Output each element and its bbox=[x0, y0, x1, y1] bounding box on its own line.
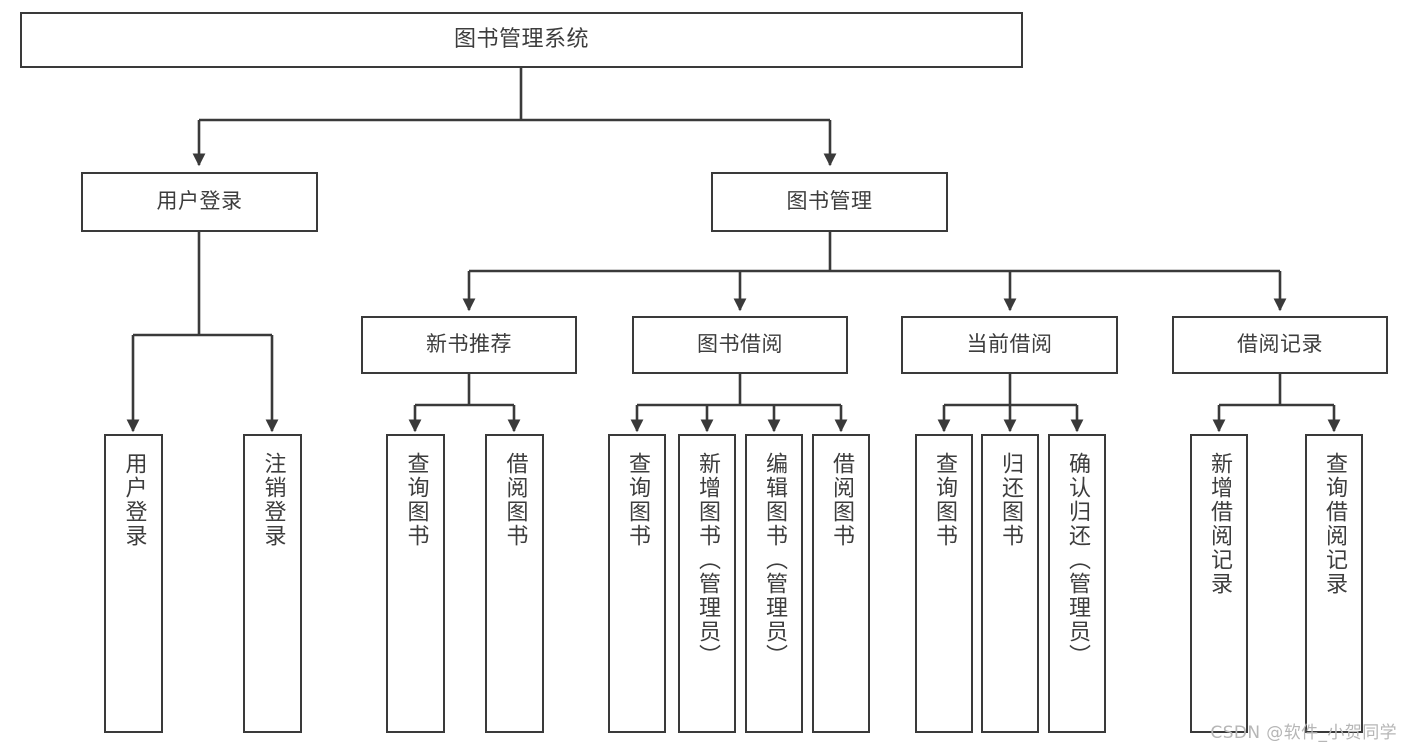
node-leaf-borrow-book[interactable]: 借阅图书 bbox=[812, 434, 870, 733]
node-label: 查询图书 bbox=[932, 452, 957, 548]
node-leaf-add-book-admin[interactable]: 新增图书（管理员） bbox=[678, 434, 736, 733]
node-borrow-record[interactable]: 借阅记录 bbox=[1172, 316, 1388, 374]
node-current-borrow[interactable]: 当前借阅 bbox=[901, 316, 1118, 374]
node-leaf-user-login[interactable]: 用户登录 bbox=[104, 434, 163, 733]
node-label: 注销登录 bbox=[260, 452, 286, 548]
node-label: 查询借阅记录 bbox=[1322, 452, 1347, 596]
node-label: 用户登录 bbox=[121, 452, 147, 548]
node-label: 图书管理 bbox=[786, 189, 873, 214]
node-user-login[interactable]: 用户登录 bbox=[81, 172, 318, 232]
node-label: 归还图书 bbox=[998, 452, 1023, 548]
node-label: 借阅图书 bbox=[829, 452, 854, 548]
node-label: 借阅记录 bbox=[1237, 332, 1323, 357]
node-label: 确认归还（管理员） bbox=[1065, 452, 1090, 668]
node-label: 新增借阅记录 bbox=[1207, 452, 1232, 596]
node-label: 图书管理系统 bbox=[453, 26, 589, 52]
node-leaf-logout[interactable]: 注销登录 bbox=[243, 434, 302, 733]
node-label: 查询图书 bbox=[403, 452, 429, 548]
node-leaf-add-borrow-record[interactable]: 新增借阅记录 bbox=[1190, 434, 1248, 733]
node-label: 借阅图书 bbox=[502, 452, 528, 548]
watermark: CSDN @软件_小贺同学 bbox=[1210, 723, 1397, 743]
node-leaf-query-book-borrow[interactable]: 查询图书 bbox=[608, 434, 666, 733]
node-leaf-query-book-current[interactable]: 查询图书 bbox=[915, 434, 973, 733]
node-leaf-edit-book-admin[interactable]: 编辑图书（管理员） bbox=[745, 434, 803, 733]
node-label: 新书推荐 bbox=[426, 332, 512, 357]
node-label: 图书借阅 bbox=[697, 332, 783, 357]
node-leaf-query-book-recommend[interactable]: 查询图书 bbox=[386, 434, 445, 733]
node-leaf-confirm-return-admin[interactable]: 确认归还（管理员） bbox=[1048, 434, 1106, 733]
node-book-management[interactable]: 图书管理 bbox=[711, 172, 948, 232]
node-label: 当前借阅 bbox=[966, 332, 1053, 357]
node-root-library-management-system[interactable]: 图书管理系统 bbox=[20, 12, 1023, 68]
node-leaf-borrow-book-recommend[interactable]: 借阅图书 bbox=[485, 434, 544, 733]
node-book-borrow[interactable]: 图书借阅 bbox=[632, 316, 848, 374]
node-leaf-query-borrow-record[interactable]: 查询借阅记录 bbox=[1305, 434, 1363, 733]
node-leaf-return-book[interactable]: 归还图书 bbox=[981, 434, 1039, 733]
node-label: 编辑图书（管理员） bbox=[762, 452, 787, 668]
node-label: 新增图书（管理员） bbox=[695, 452, 720, 668]
node-new-book-recommend[interactable]: 新书推荐 bbox=[361, 316, 577, 374]
node-label: 用户登录 bbox=[156, 189, 243, 214]
node-label: 查询图书 bbox=[625, 452, 650, 548]
